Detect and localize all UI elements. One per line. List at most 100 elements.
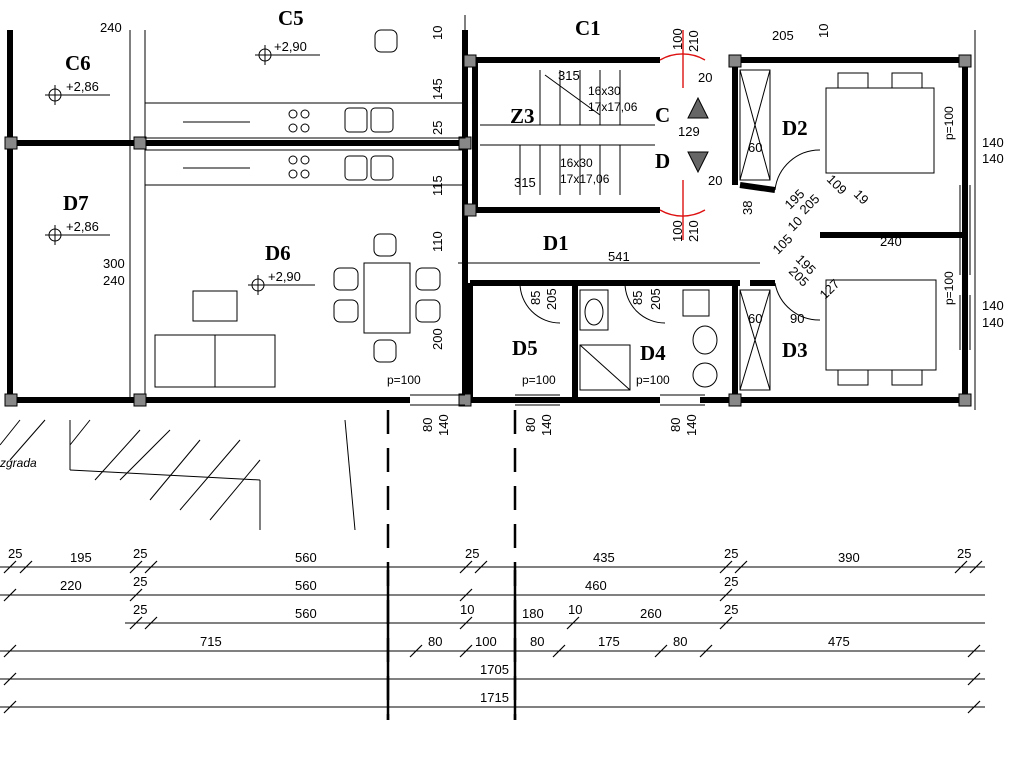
- room-label-d4: D4: [640, 341, 666, 365]
- dim-w140c: 140: [684, 414, 699, 436]
- down-triangle-icon: [687, 151, 709, 174]
- dim-90: 90: [790, 311, 804, 326]
- dim-19: 19: [851, 187, 872, 208]
- svg-text:460: 460: [585, 578, 607, 593]
- level-d6: +2,90: [268, 269, 301, 284]
- dim-w80c: 80: [668, 418, 683, 432]
- dim-top-205: 205: [772, 28, 794, 43]
- svg-text:25: 25: [8, 546, 22, 561]
- dim-105: 105: [770, 231, 796, 257]
- svg-text:25: 25: [133, 546, 147, 561]
- level-c5: +2,90: [274, 39, 307, 54]
- dim-row-1: 25 195 25 560 25 435 25 390 25: [8, 546, 971, 565]
- label-p-d6: p=100: [387, 373, 421, 387]
- svg-text:560: 560: [295, 606, 317, 621]
- stair-bot-a: 16x30: [560, 156, 593, 170]
- label-p-d3: p=100: [942, 271, 956, 305]
- dim-v115: 115: [430, 175, 445, 196]
- svg-text:560: 560: [295, 550, 317, 565]
- level-d7: +2,86: [66, 219, 99, 234]
- svg-text:25: 25: [724, 574, 738, 589]
- svg-text:10: 10: [460, 602, 474, 617]
- dim-w140b: 140: [539, 414, 554, 436]
- room-label-d3: D3: [782, 338, 808, 362]
- bedroom-furniture: [739, 69, 937, 391]
- svg-text:25: 25: [465, 546, 479, 561]
- svg-text:25: 25: [133, 602, 147, 617]
- dim-541: 541: [608, 249, 630, 264]
- stair-bot-b: 17x17,06: [560, 172, 610, 186]
- room-label-d5: D5: [512, 336, 538, 360]
- dim-v145: 145: [430, 78, 445, 100]
- room-label-z3: Z3: [510, 104, 535, 128]
- windows: [410, 30, 976, 410]
- dim-row-3: 25 560 10 180 10 260 25: [133, 602, 738, 621]
- dim-240b: 240: [103, 273, 125, 288]
- dim-top-10: 10: [816, 24, 831, 38]
- dim-v210b: 210: [686, 220, 701, 242]
- svg-text:1705: 1705: [480, 662, 509, 677]
- dim-row-5: 1705: [480, 662, 509, 677]
- dim-85b: 85: [630, 291, 645, 305]
- stair-top-a: 16x30: [588, 84, 621, 98]
- svg-text:80: 80: [530, 634, 544, 649]
- dim-r140b: 140: [982, 151, 1004, 166]
- kitchen-counter: [144, 102, 466, 186]
- dim-row-6: 1715: [480, 690, 509, 705]
- hatched-ground: [0, 419, 356, 531]
- dim-w80b: 80: [523, 418, 538, 432]
- svg-text:560: 560: [295, 578, 317, 593]
- dim-v25: 25: [430, 121, 445, 135]
- dim-85a: 85: [528, 291, 543, 305]
- dim-38: 38: [740, 201, 755, 215]
- svg-text:180: 180: [522, 606, 544, 621]
- stair: [480, 70, 655, 195]
- dim-60b: 60: [748, 311, 762, 326]
- dim-v100b: 100: [670, 220, 685, 242]
- svg-text:1715: 1715: [480, 690, 509, 705]
- room-label-d7: D7: [63, 191, 89, 215]
- up-triangle-icon: [687, 96, 709, 119]
- dim-205c: 205: [544, 288, 559, 310]
- label-p-d4: p=100: [636, 373, 670, 387]
- room-label-d2: D2: [782, 116, 808, 140]
- sofa: [154, 290, 276, 388]
- svg-text:10: 10: [568, 602, 582, 617]
- svg-text:80: 80: [673, 634, 687, 649]
- svg-text:260: 260: [640, 606, 662, 621]
- svg-text:100: 100: [475, 634, 497, 649]
- svg-text:435: 435: [593, 550, 615, 565]
- svg-text:175: 175: [598, 634, 620, 649]
- dim-315a: 315: [558, 68, 580, 83]
- dim-r140c: 140: [982, 298, 1004, 313]
- dim-row-4: 715 80 100 80 175 80 475: [200, 634, 850, 649]
- columns: [4, 54, 972, 407]
- dim-r140d: 140: [982, 315, 1004, 330]
- dim-row-2: 220 25 560 460 25: [60, 574, 738, 593]
- room-label-c6: C6: [65, 51, 91, 75]
- svg-text:390: 390: [838, 550, 860, 565]
- dim-w80a: 80: [420, 418, 435, 432]
- svg-text:25: 25: [133, 574, 147, 589]
- room-label-c1: C1: [575, 16, 601, 40]
- dim-205d: 205: [648, 288, 663, 310]
- dim-v110: 110: [430, 231, 445, 252]
- dim-129: 129: [678, 124, 700, 139]
- elevator-doors: [659, 30, 706, 240]
- dim-315b: 315: [514, 175, 536, 190]
- dim-60a: 60: [748, 140, 762, 155]
- dim-v200: 200: [430, 328, 445, 350]
- dim-240: 240: [880, 234, 902, 249]
- dim-v210a: 210: [686, 30, 701, 52]
- dim-ticks: [3, 560, 983, 714]
- svg-text:25: 25: [957, 546, 971, 561]
- walls: [7, 15, 968, 403]
- svg-text:195: 195: [70, 550, 92, 565]
- dimension-lines: [0, 262, 985, 720]
- svg-text:80: 80: [428, 634, 442, 649]
- dim-109: 109: [824, 172, 850, 198]
- svg-text:25: 25: [724, 546, 738, 561]
- svg-text:715: 715: [200, 634, 222, 649]
- label-zgrada: zgrada: [0, 456, 37, 470]
